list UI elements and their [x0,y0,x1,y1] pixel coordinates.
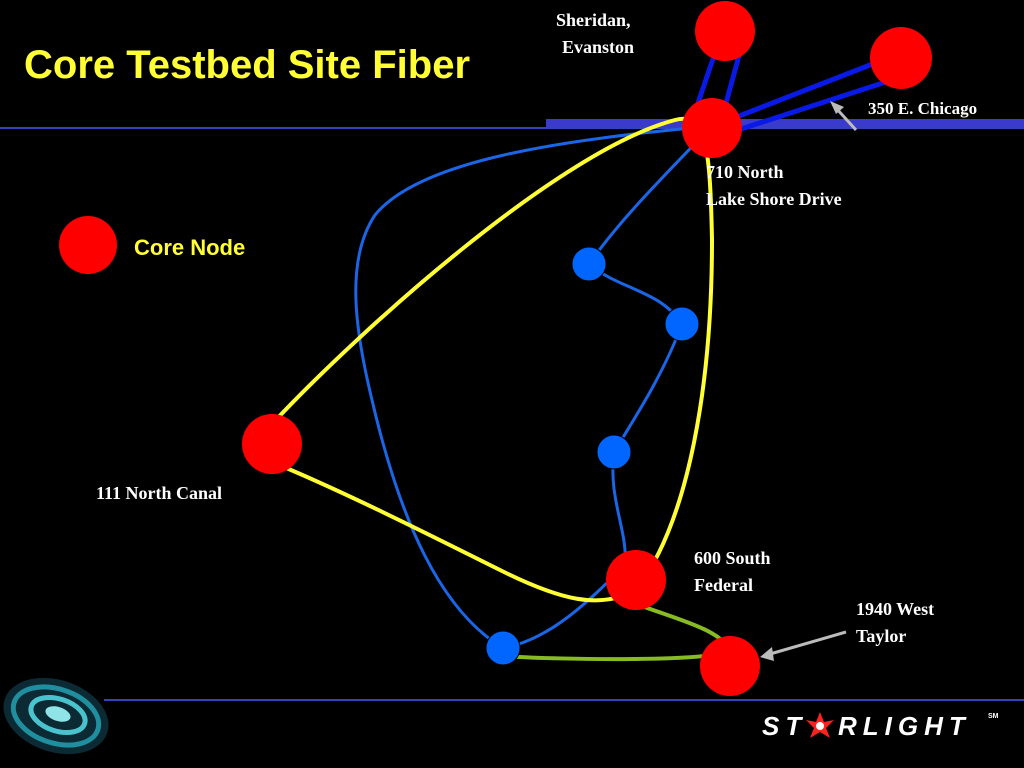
galaxy-logo-icon [3,677,109,755]
access-node-4 [485,630,521,666]
core-node-sheridan [695,1,755,61]
label-sheridan-line1: Sheridan, [556,10,631,30]
label-sheridan-line2: Evanston [562,37,634,57]
blue-fiber-outer-loop [354,124,713,650]
label-federal-line2: Federal [694,575,753,595]
header-accent-bar [546,119,1024,127]
legend-core-node-icon [59,216,117,274]
access-node-3 [596,434,632,470]
starburst-icon [806,712,834,738]
green-fiber-link [502,602,733,662]
core-node-600-federal [606,550,666,610]
arrow-1940-taylor [760,630,847,661]
label-taylor-line2: Taylor [856,626,906,646]
starlight-wordmark: ST RLIGHT SM [762,711,999,741]
core-node-350-chicago [870,27,932,89]
label-canal: 111 North Canal [96,483,222,503]
label-lsd-line1: 710 North [706,162,784,182]
core-node-710-lsd [682,98,742,158]
uplink-chicago-a [733,55,889,121]
label-taylor-line1: 1940 West [856,599,934,619]
blue-fiber-chain [502,124,714,650]
label-350-chicago: 350 E. Chicago [868,99,977,118]
brand-service-mark: SM [988,713,999,720]
yellow-fiber-loop [270,116,715,603]
slide-title: Core Testbed Site Fiber [24,43,470,87]
label-federal-line1: 600 South [694,548,771,568]
core-node-111-canal [242,414,302,474]
uplink-chicago-b [737,75,899,133]
uplink-sheridan-a [695,49,719,104]
brand-letters-start: ST [762,711,807,741]
brand-letters-end: RLIGHT [838,711,971,741]
access-node-1 [571,246,607,282]
arrow-350-chicago [830,101,858,132]
label-lsd-line2: Lake Shore Drive [706,189,842,209]
core-node-1940-taylor [700,636,760,696]
access-node-2 [664,306,700,342]
legend-label: Core Node [134,235,245,260]
uplink-sheridan-b [723,51,743,104]
